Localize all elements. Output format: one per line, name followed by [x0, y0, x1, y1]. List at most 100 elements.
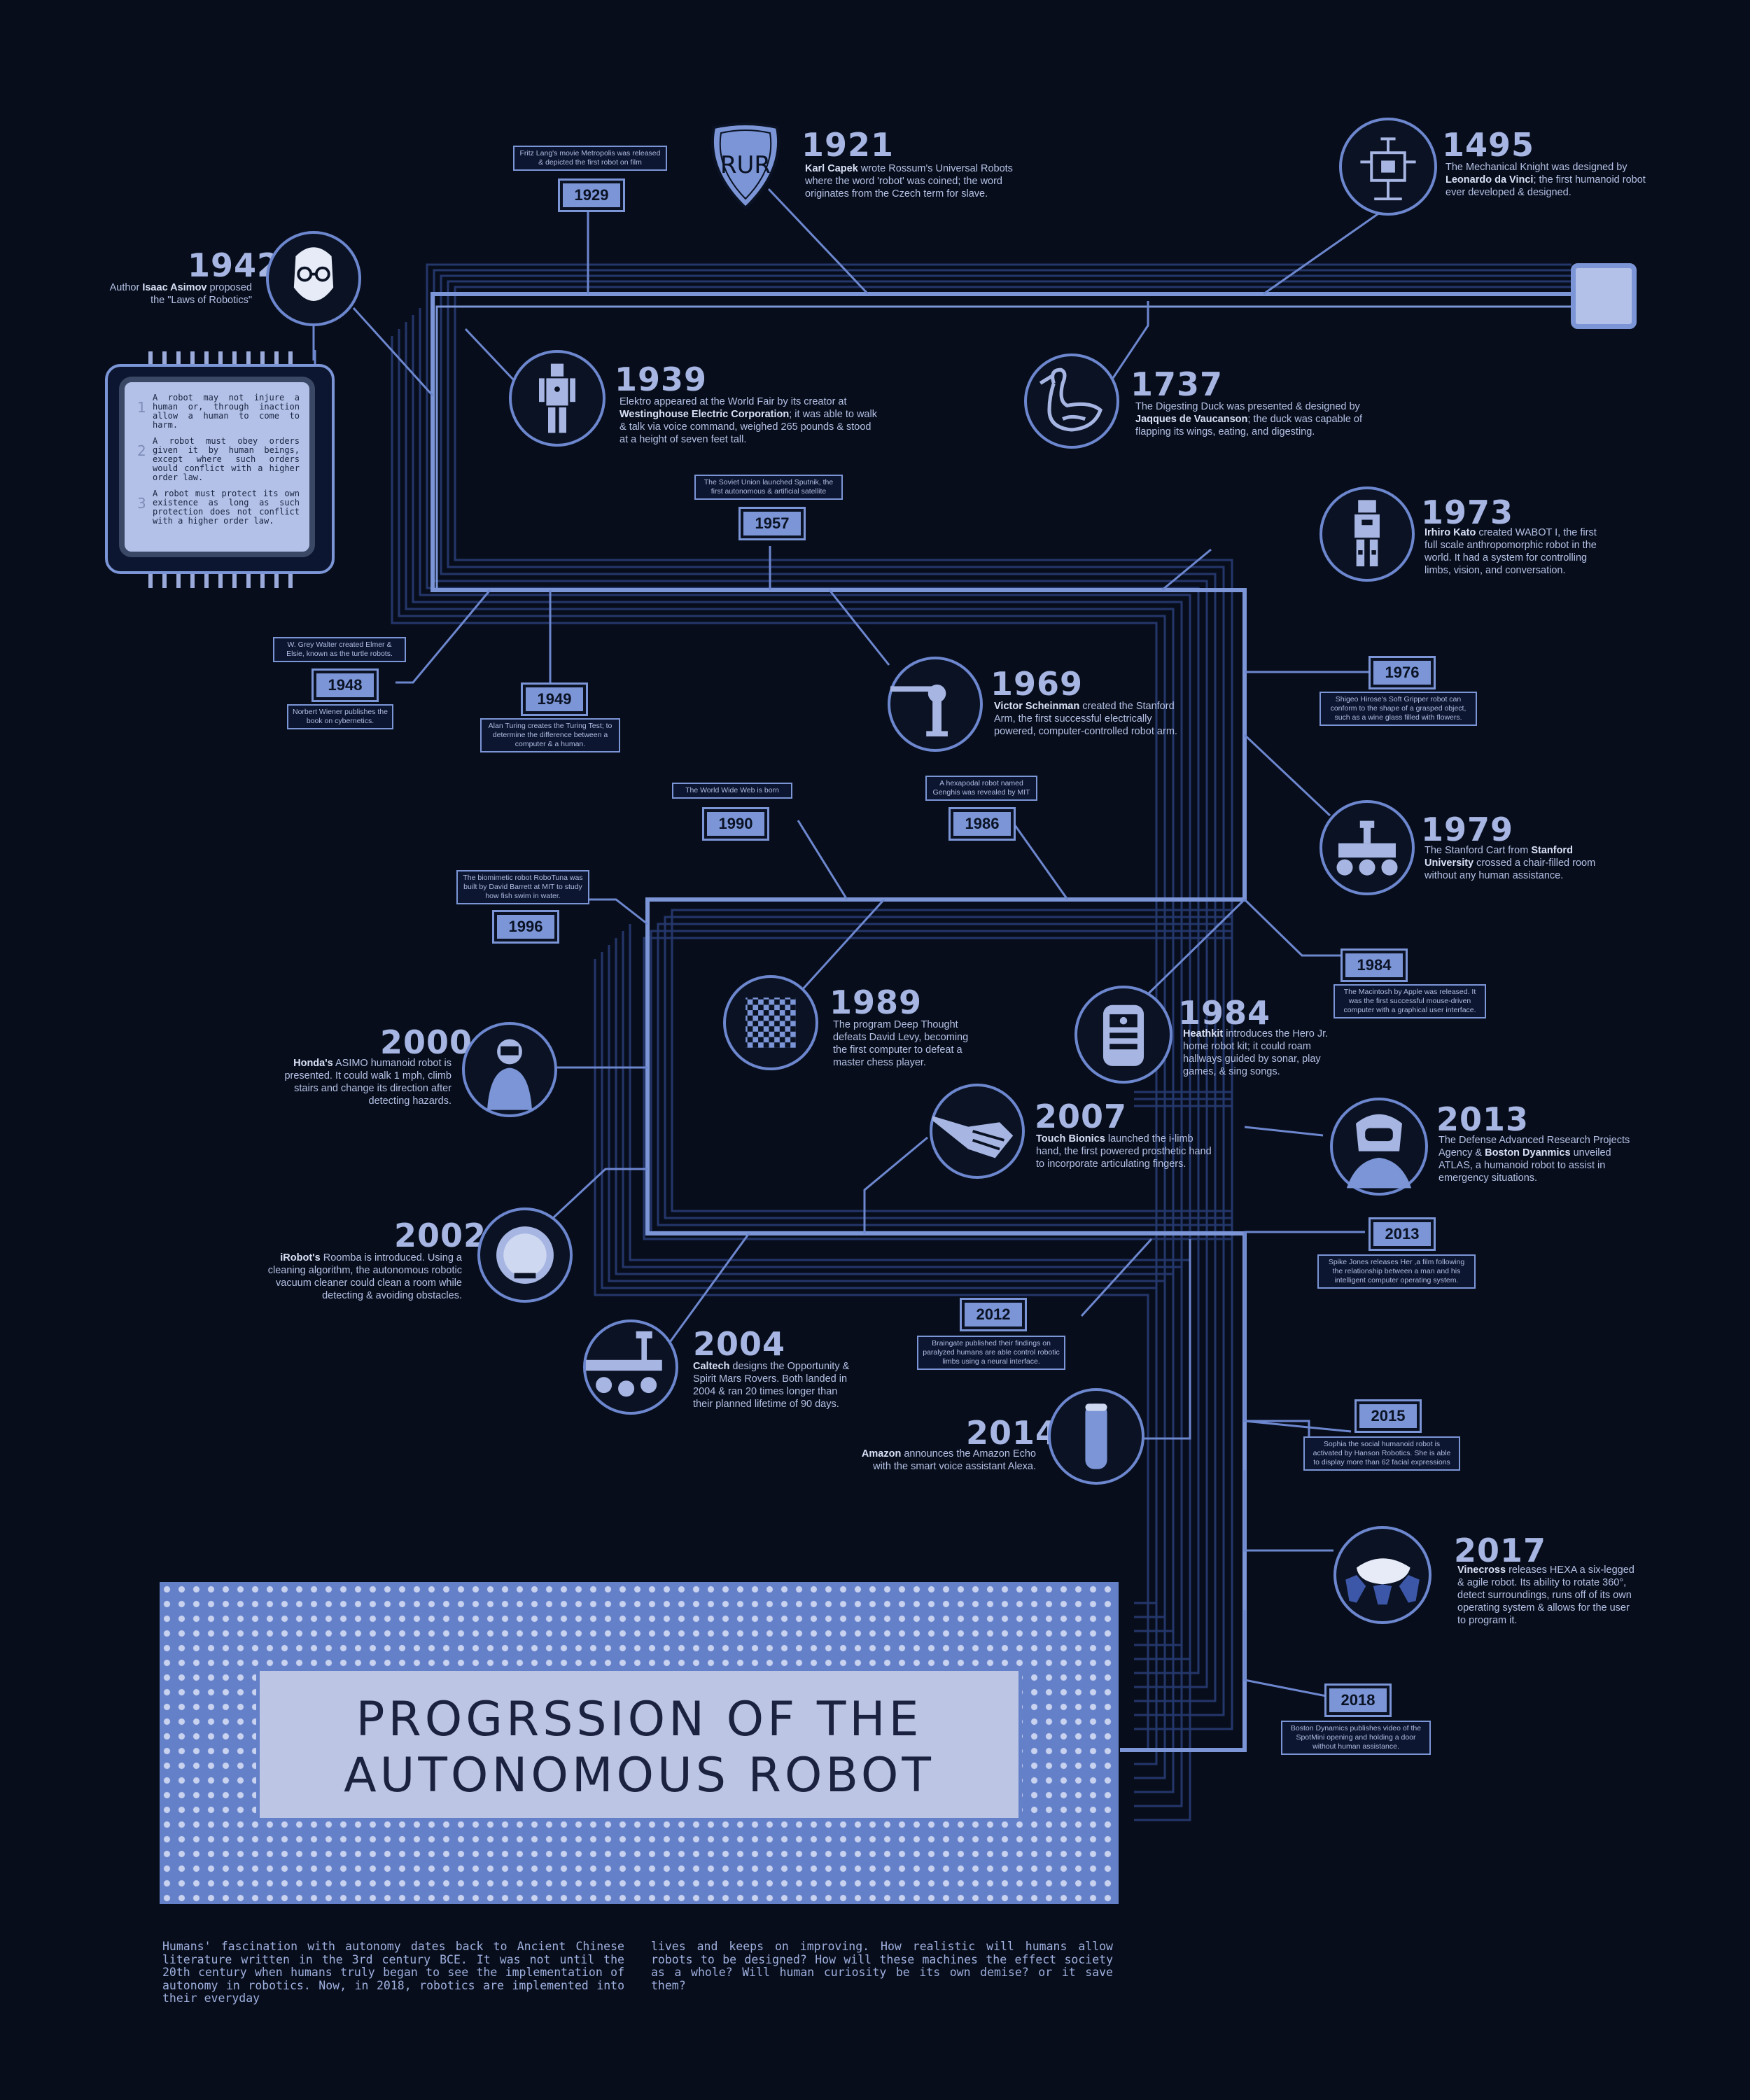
intro-text-right: lives and keeps on improving. How realis… [651, 1940, 1113, 1992]
law-3-number: 3 [137, 495, 146, 512]
box-2018-year: 2018 [1324, 1684, 1392, 1717]
box-1948-note-bottom: Norbert Wiener publishes the book on cyb… [287, 704, 393, 729]
asimov-portrait-icon [293, 247, 334, 301]
event-1737-icon [1024, 354, 1119, 449]
intro-text-left: Humans' fascination with autonomy dates … [162, 1940, 624, 2005]
wabot-robot-icon [1354, 500, 1380, 567]
box-1957-note: The Soviet Union launched Sputnik, the f… [694, 475, 843, 500]
event-1973-year: 1973 [1421, 493, 1514, 531]
event-1984-text: Heathkit introduces the Hero Jr. home ro… [1183, 1028, 1329, 1077]
event-2017-icon [1334, 1526, 1432, 1624]
event-2013-text: The Defense Advanced Research Projects A… [1438, 1135, 1630, 1184]
circuit-endcap [1571, 263, 1637, 329]
event-1989-icon [723, 975, 818, 1070]
event-1979-icon [1320, 800, 1415, 895]
event-2004-year: 2004 [693, 1325, 786, 1363]
box-1957-year: 1957 [738, 507, 806, 540]
event-1939-year: 1939 [615, 360, 708, 398]
rur-logo-text: RUR [720, 151, 771, 179]
title-line-1: PROGRSSION OF THE [356, 1692, 923, 1747]
event-1969-text: Victor Scheinman created the Stanford Ar… [994, 701, 1177, 737]
event-1942-year: 1942 [188, 246, 281, 284]
box-1949-year: 1949 [521, 682, 588, 716]
box-2015-note: Sophia the social humanoid robot is acti… [1303, 1436, 1460, 1471]
event-1979-year: 1979 [1421, 811, 1514, 848]
law-2-number: 2 [137, 442, 146, 459]
event-1737-year: 1737 [1130, 365, 1224, 403]
amazon-echo-icon [1085, 1404, 1107, 1469]
event-1921-text: Karl Capek wrote Rossum's Universal Robo… [805, 163, 1013, 200]
event-2004-icon [583, 1320, 678, 1415]
event-2014-icon [1048, 1388, 1144, 1485]
event-1969-icon [888, 657, 983, 752]
stanford-cart-icon [1336, 820, 1398, 876]
event-1939-text: Elektro appeared at the World Fair by it… [620, 396, 877, 445]
event-2017-year: 2017 [1454, 1532, 1547, 1569]
title-panel: PROGRSSION OF THE AUTONOMOUS ROBOT [160, 1582, 1119, 1904]
box-1984-note: The Macintosh by Apple was released. It … [1334, 984, 1486, 1018]
box-2013-year: 2013 [1368, 1217, 1436, 1251]
box-1949-note: Alan Turing creates the Turing Test; to … [480, 718, 620, 752]
event-1921-logo: RUR [700, 120, 791, 211]
mars-rover-icon [586, 1331, 662, 1397]
event-1939-icon [509, 350, 606, 447]
box-1996-year: 1996 [492, 910, 559, 944]
event-1495-text: The Mechanical Knight was designed by Le… [1446, 162, 1646, 198]
law-1-number: 1 [137, 399, 146, 416]
box-1976-year: 1976 [1368, 656, 1436, 690]
event-2007-text: Touch Bionics launched the i-limb hand, … [1036, 1133, 1212, 1170]
event-2002-text: iRobot's Roomba is introduced. Using a c… [267, 1252, 462, 1301]
box-2012-note: Braingate published their findings on pa… [917, 1336, 1065, 1370]
elektro-robot-icon [539, 363, 575, 433]
event-2014-text: Amazon announces the Amazon Echo with th… [861, 1448, 1036, 1472]
event-2002-year: 2002 [394, 1217, 487, 1254]
box-1984-year: 1984 [1340, 948, 1408, 982]
event-1989-text: The program Deep Thought defeats David L… [833, 1019, 969, 1068]
event-1942-icon [266, 231, 361, 326]
box-1929-note: Fritz Lang's movie Metropolis was releas… [513, 146, 667, 171]
event-2013-year: 2013 [1436, 1100, 1530, 1138]
box-1990-note: The World Wide Web is born [672, 783, 792, 799]
event-2000-year: 2000 [380, 1023, 473, 1061]
title-line-2: AUTONOMOUS ROBOT [344, 1748, 934, 1803]
box-1986-note: A hexapodal robot named Genghis was reve… [925, 776, 1037, 801]
digesting-duck-icon [1039, 368, 1102, 432]
box-2013-note: Spike Jones releases Her ,a film followi… [1317, 1254, 1476, 1289]
event-1979-text: The Stanford Cart from Stanford Universi… [1424, 845, 1596, 881]
box-1948-note-top: W. Grey Walter created Elmer & Elsie, kn… [273, 637, 406, 662]
mechanical-knight-icon [1360, 137, 1416, 201]
event-1973-text: Irhiro Kato created WABOT I, the first f… [1424, 527, 1597, 576]
event-2007-year: 2007 [1035, 1098, 1128, 1135]
event-2007-icon [930, 1084, 1025, 1179]
atlas-robot-icon [1346, 1114, 1412, 1189]
event-1984-year: 1984 [1178, 994, 1271, 1032]
event-1973-icon [1320, 486, 1415, 582]
title-plate: PROGRSSION OF THE AUTONOMOUS ROBOT [256, 1667, 1022, 1821]
chessboard-icon [746, 997, 796, 1048]
box-1948-year: 1948 [312, 668, 379, 702]
event-1989-year: 1989 [830, 983, 923, 1021]
event-1495-icon [1339, 118, 1437, 216]
box-1990-year: 1990 [702, 807, 769, 841]
ilimb-hand-icon [932, 1116, 1014, 1158]
box-2015-year: 2015 [1354, 1399, 1422, 1433]
event-2013-icon [1330, 1098, 1428, 1196]
hexa-robot-icon [1345, 1558, 1420, 1605]
event-1495-year: 1495 [1442, 126, 1535, 164]
hero-jr-robot-icon [1102, 1004, 1144, 1066]
event-2002-icon [477, 1208, 573, 1303]
event-1984-icon [1074, 986, 1172, 1084]
event-1942-text: Author Isaac Asimov proposed the "Laws o… [109, 282, 252, 306]
event-2014-year: 2014 [966, 1414, 1059, 1452]
box-1996-note: The biomimetic robot RoboTuna was built … [456, 870, 589, 904]
event-2004-text: Caltech designs the Opportunity & Spirit… [693, 1361, 850, 1410]
event-1737-text: The Digesting Duck was presented & desig… [1135, 401, 1363, 438]
box-2018-note: Boston Dynamics publishes video of the S… [1281, 1721, 1431, 1755]
stanford-arm-icon [890, 684, 948, 737]
